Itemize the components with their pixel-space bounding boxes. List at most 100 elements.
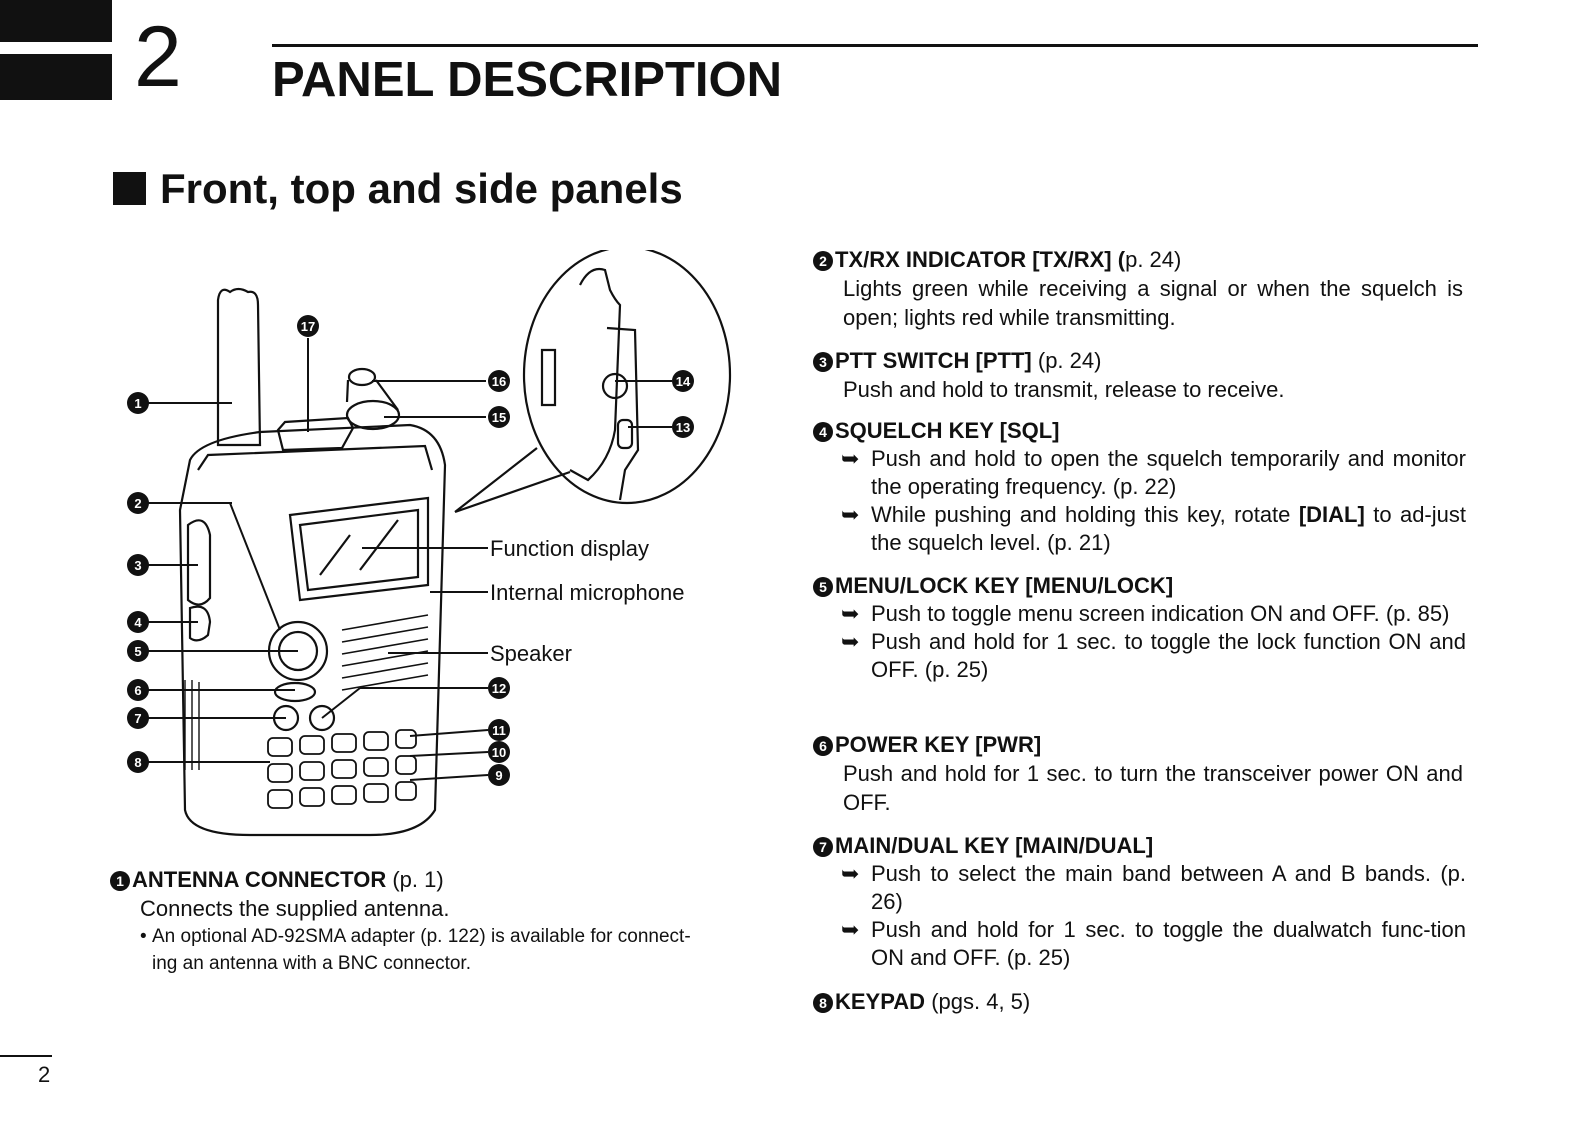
svg-text:2: 2	[134, 496, 141, 511]
svg-text:5: 5	[134, 644, 141, 659]
item-number-badge: 4	[813, 422, 833, 442]
item-bullet: ➥ Push and hold to open the squelch tempo…	[841, 445, 1466, 501]
item-title: MENU/LOCK KEY [MENU/LOCK]	[835, 573, 1174, 598]
callout-6	[127, 679, 149, 701]
arrow-icon: ➥	[841, 502, 860, 527]
section-square-icon	[113, 172, 146, 205]
label-internal-microphone: Internal microphone	[490, 580, 684, 605]
item-number-badge: 6	[813, 736, 833, 756]
svg-text:7: 7	[134, 711, 141, 726]
svg-text:1: 1	[134, 396, 141, 411]
label-function-display: Function display	[490, 536, 649, 561]
item-number-badge: 8	[813, 993, 833, 1013]
callout-12	[488, 677, 510, 699]
label-speaker: Speaker	[490, 641, 572, 666]
chapter-tab-bar-bottom	[0, 54, 112, 100]
item-bullet: ➥ Push and hold for 1 sec. to toggle the …	[841, 916, 1466, 972]
svg-text:13: 13	[676, 420, 690, 435]
item-bullet-text: While pushing and holding this key, rota…	[871, 502, 1299, 527]
item-body: Connects the supplied antenna.	[140, 896, 450, 921]
item-bullet-bold: [DIAL]	[1298, 502, 1365, 527]
item-ref: (p. 24)	[1037, 348, 1102, 373]
svg-text:12: 12	[492, 681, 506, 696]
item-note-cont: ing an antenna with a BNC connector.	[152, 953, 471, 974]
item-number-badge: 2	[813, 251, 833, 271]
item-bullet: ➥Push and hold for 1 sec. to toggle the …	[841, 628, 1466, 684]
section-title-text: Front, top and side panels	[160, 165, 683, 212]
bullet-dot: •	[140, 926, 147, 947]
item-ref: (pgs. 4, 5)	[931, 989, 1031, 1014]
item-note: •An optional AD-92SMA adapter (p. 122) i…	[140, 923, 770, 977]
arrow-icon: ➥	[841, 601, 860, 626]
item-title: MAIN/DUAL KEY [MAIN/DUAL]	[835, 833, 1154, 858]
item-bullet: ➥ While pushing and holding this key, rot…	[841, 501, 1466, 557]
arrow-icon: ➥	[841, 446, 860, 471]
arrow-icon: ➥	[841, 861, 860, 886]
chapter-tab-bar-top	[0, 0, 112, 42]
callout-3	[127, 554, 149, 576]
item-number-badge: 7	[813, 837, 833, 857]
item-note-text: An optional AD-92SMA adapter (p. 122) is…	[152, 926, 691, 947]
svg-text:17: 17	[301, 319, 315, 334]
item-bullet: ➥ Push to toggle menu screen indication O…	[841, 600, 1466, 628]
footer-rule	[0, 1055, 52, 1057]
svg-text:6: 6	[134, 683, 141, 698]
chapter-tab	[0, 0, 112, 100]
callout-17	[297, 315, 319, 337]
item-bullet-text: Push to select the main band between A a…	[871, 861, 1466, 914]
section-title: Front, top and side panels	[113, 168, 683, 210]
callout-8	[127, 751, 149, 773]
item-ref: p. 24)	[1125, 247, 1182, 272]
item-bullet-text: Push to toggle menu screen indication ON…	[871, 601, 1450, 626]
svg-text:10: 10	[492, 745, 506, 760]
callout-10	[488, 741, 510, 763]
svg-text:3: 3	[134, 558, 141, 573]
callout-11	[488, 719, 510, 741]
callout-1	[127, 392, 149, 414]
item-title: KEYPAD	[835, 989, 926, 1014]
arrow-icon: ➥	[841, 917, 860, 942]
callout-4	[127, 611, 149, 633]
arrow-icon: ➥	[841, 629, 860, 654]
svg-text:11: 11	[492, 723, 506, 738]
item-bullet: ➥ Push to select the main band between A …	[841, 860, 1466, 916]
item-body: Push and hold for 1 sec. to turn the tra…	[843, 761, 1463, 815]
callout-2	[127, 492, 149, 514]
chapter-number: 2	[134, 9, 182, 105]
callout-5	[127, 640, 149, 662]
callout-7	[127, 707, 149, 729]
item-title: SQUELCH KEY [SQL]	[835, 418, 1060, 443]
item-number-badge: 5	[813, 577, 833, 597]
svg-text:4: 4	[134, 615, 142, 630]
page-number: 2	[38, 1062, 51, 1087]
svg-text:9: 9	[495, 768, 502, 783]
item-ref: (p. 1)	[392, 867, 444, 892]
item-title: TX/RX INDICATOR [TX/RX] (	[835, 247, 1126, 272]
item-bullet-text: Push and hold for 1 sec. to toggle the d…	[871, 917, 1466, 970]
item-title: PTT SWITCH [PTT]	[835, 348, 1032, 373]
svg-text:15: 15	[492, 410, 506, 425]
item-body: Push and hold to transmit, release to re…	[843, 377, 1285, 402]
callout-14	[672, 370, 694, 392]
item-body: Lights green while receiving a signal or…	[843, 276, 1463, 330]
item-number-badge: 3	[813, 352, 833, 372]
callout-15	[488, 406, 510, 428]
item-bullet-text: Push and hold to open the squelch tempor…	[871, 446, 1466, 499]
callout-13	[672, 416, 694, 438]
